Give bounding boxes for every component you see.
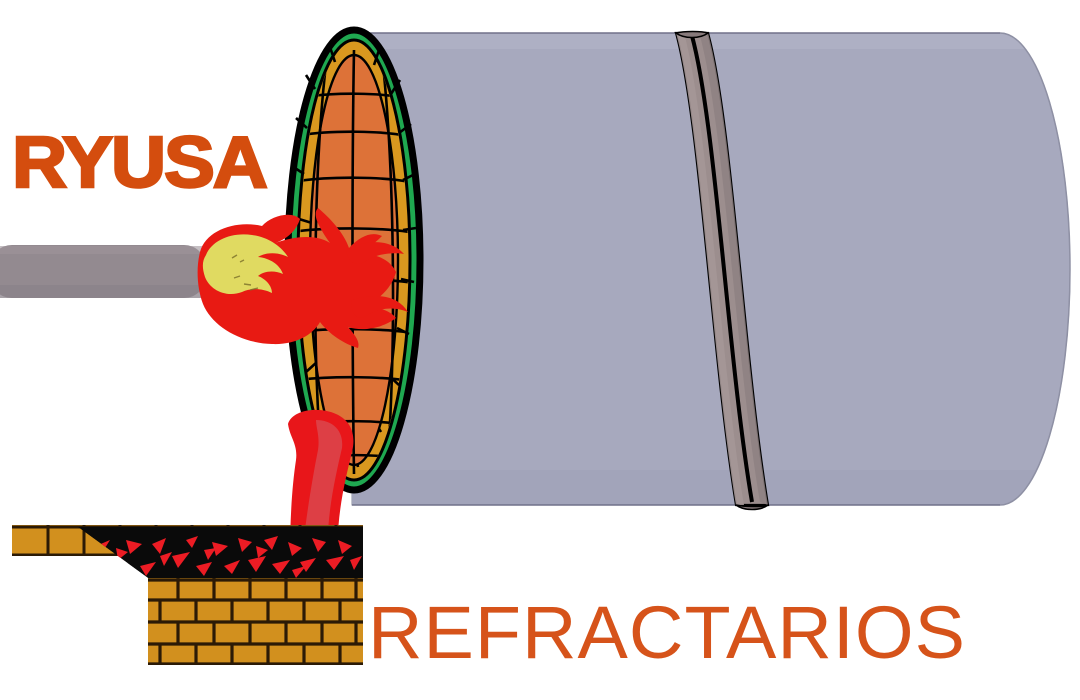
burner-pipe-shadow <box>0 285 206 298</box>
flame-tongue-lower <box>351 296 408 318</box>
flame-core-flecks <box>231 254 259 291</box>
tyre-band-bottom-cap <box>735 504 769 511</box>
refractory-hearth <box>12 525 363 665</box>
kiln-shell-right-cap <box>999 32 1071 506</box>
tyre-band-top-cap <box>674 30 710 39</box>
kiln-tyre-band <box>674 30 770 511</box>
flame-tongue-right <box>346 242 404 264</box>
kiln-face <box>284 26 424 494</box>
burner-pipe <box>0 245 206 298</box>
flame-core <box>202 234 288 295</box>
tyre-band-shadow <box>700 33 768 505</box>
brand-wordmark: RYUSA <box>11 123 270 203</box>
hearth-front-wall <box>148 578 363 665</box>
burner-flame <box>197 208 408 348</box>
burner-pipe-body <box>0 245 206 298</box>
tagline-wordmark: REFRACTARIOS <box>368 591 966 674</box>
burner-pipe-highlight <box>0 246 206 254</box>
tyre-band-highlight <box>676 33 744 505</box>
tyre-band-seam <box>690 35 754 503</box>
